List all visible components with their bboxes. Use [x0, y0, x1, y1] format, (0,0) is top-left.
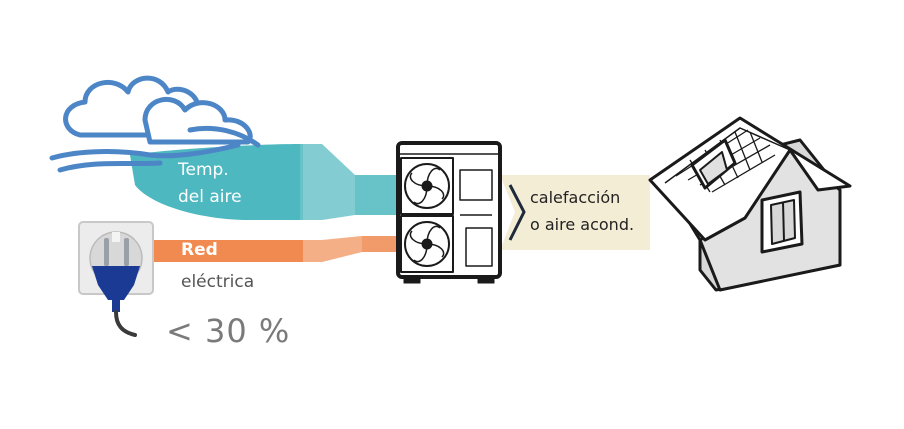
output-arrow-chevron: [508, 184, 526, 241]
output-flow-band: [500, 175, 650, 250]
heat-pump-unit-icon: [396, 141, 502, 284]
grid-share-label: < 30 %: [166, 312, 291, 350]
grid-flow-band: [148, 240, 303, 262]
grid-label: Red: [181, 240, 218, 260]
air-flow-band: [130, 144, 300, 220]
cloud-icon: [49, 75, 261, 173]
air-temperature-label: Temp.del aire: [178, 160, 242, 207]
grid-label-sub: eléctrica: [181, 272, 255, 292]
plug-icon: [92, 238, 140, 337]
house-icon: [648, 116, 852, 292]
